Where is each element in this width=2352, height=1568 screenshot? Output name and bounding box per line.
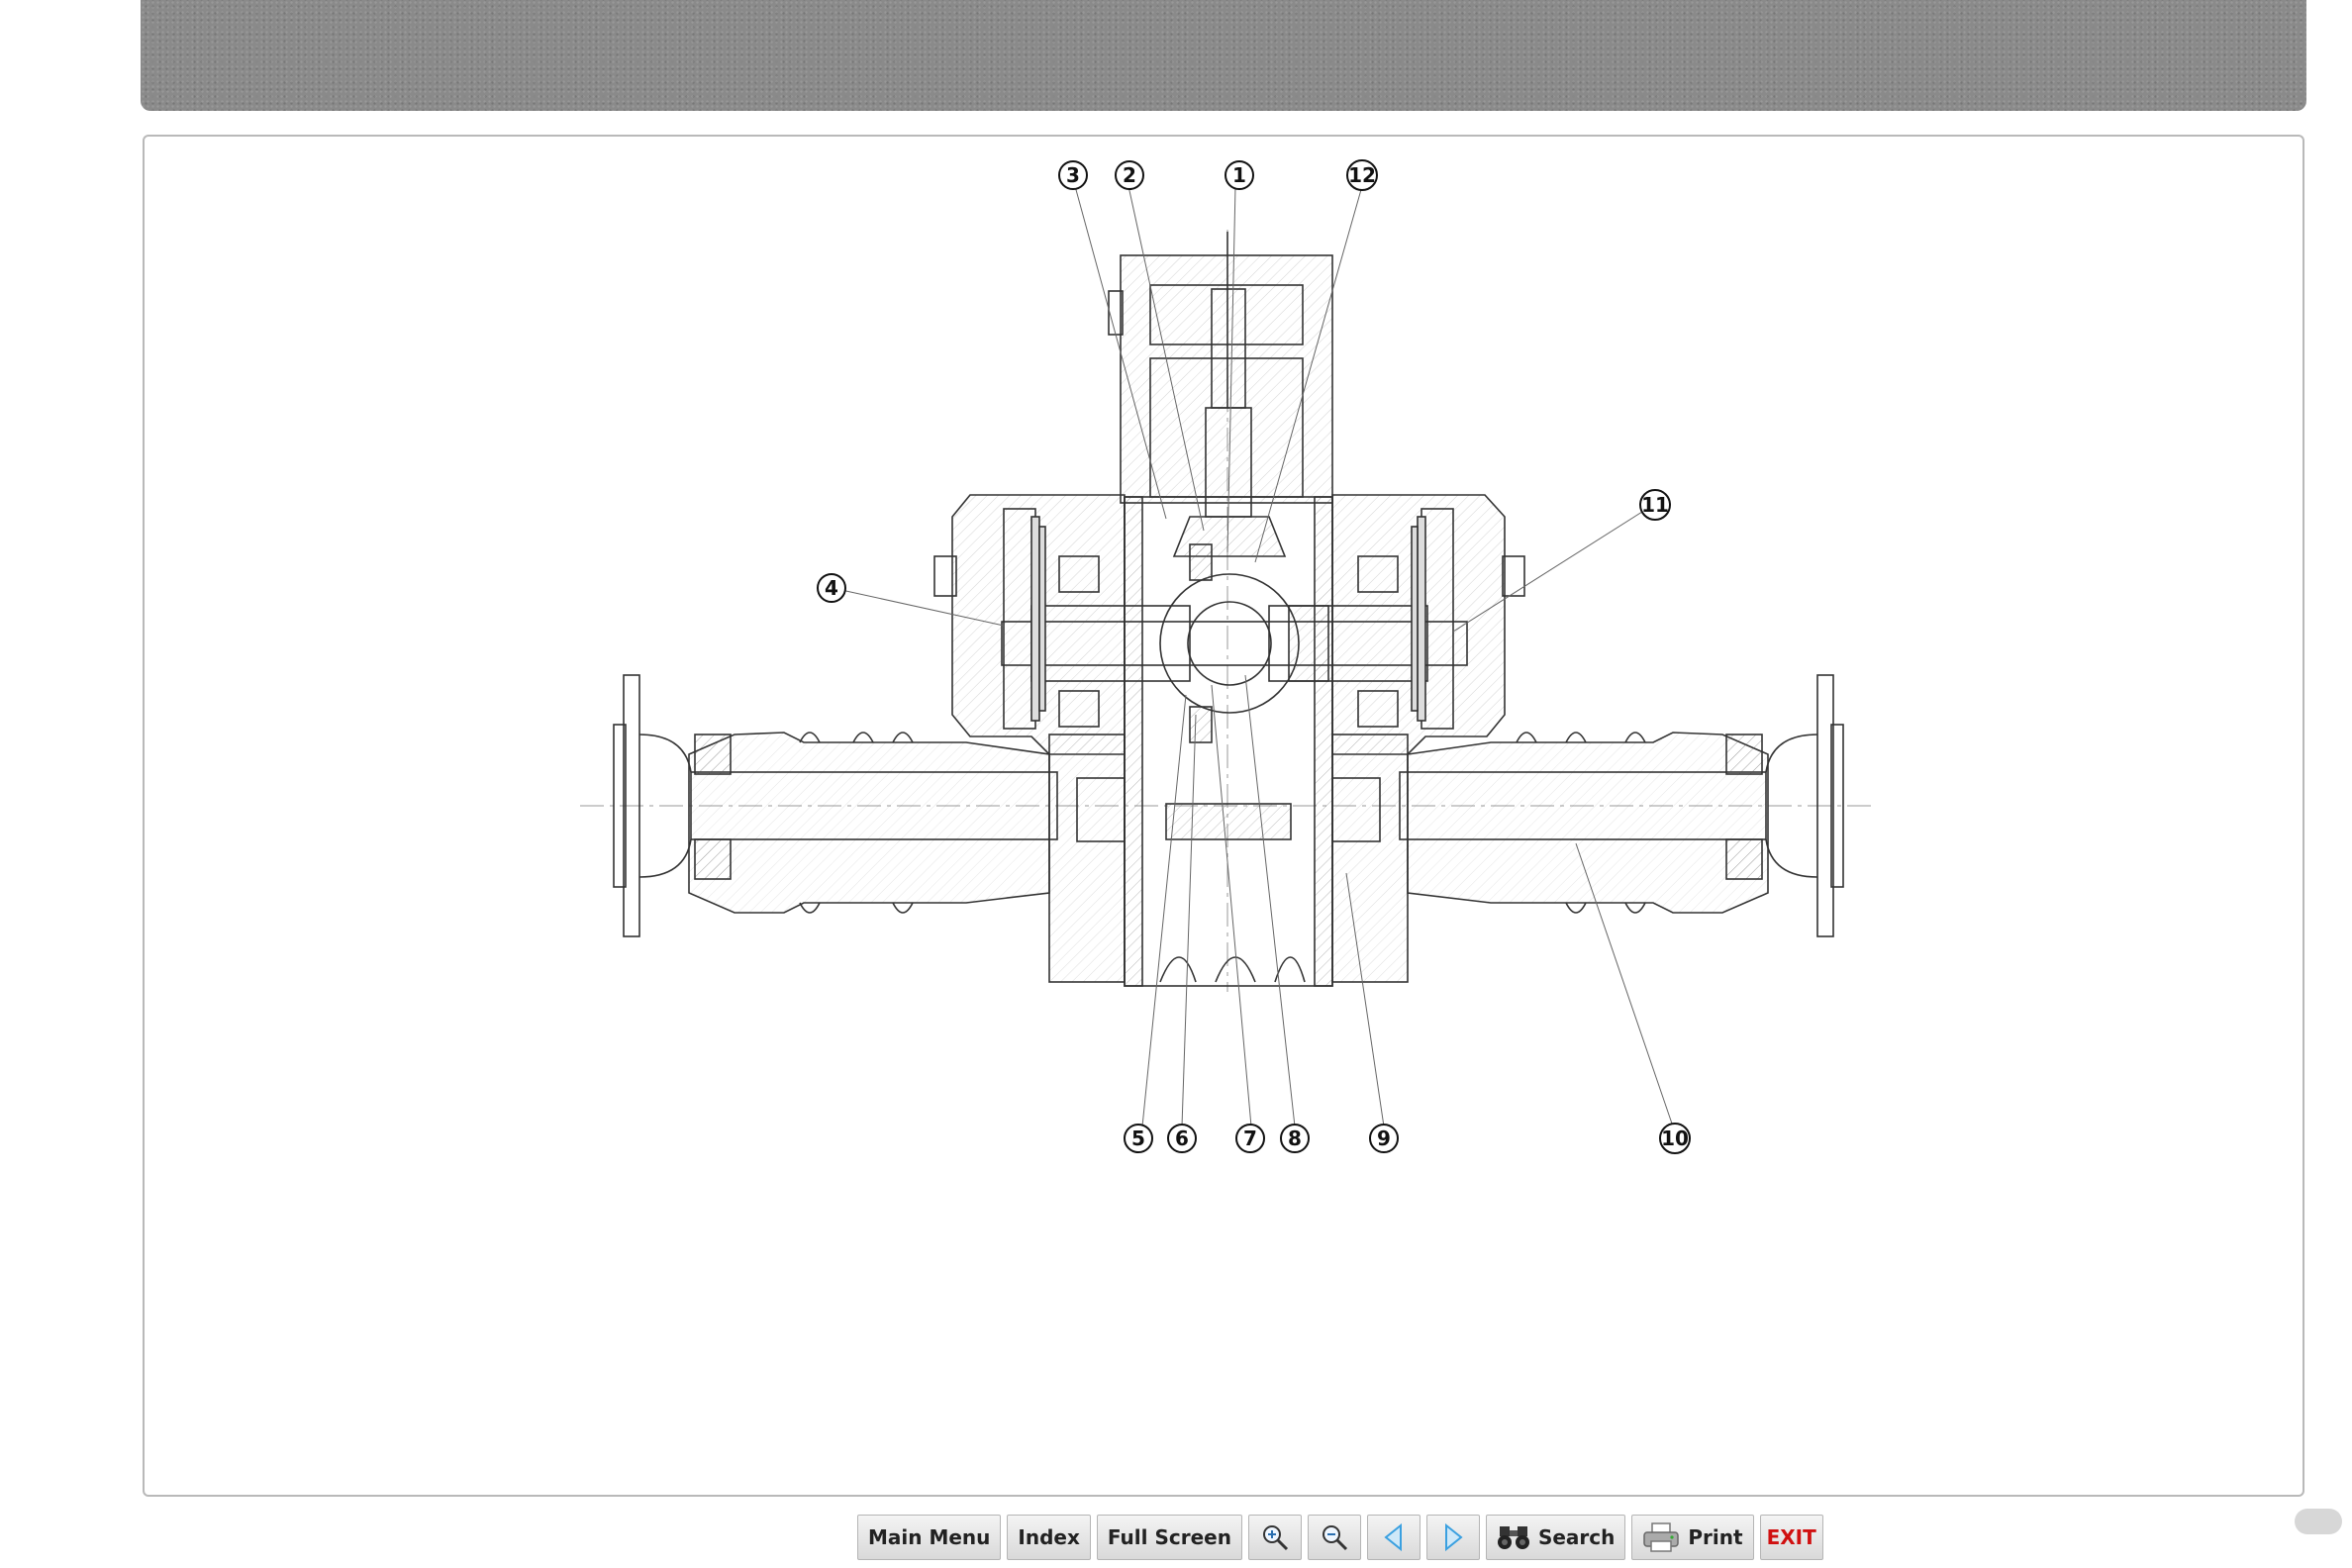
zoom-out-button[interactable] [1308,1515,1361,1560]
zoom-in-icon [1260,1522,1290,1552]
callout-3: 3 [1059,161,1087,189]
callout-10: 10 [1660,1124,1690,1153]
axle-cross-section-diagram: 1 2 3 12 4 11 5 6 [145,137,2303,1495]
callout-8: 8 [1281,1125,1309,1152]
callout-6: 6 [1168,1125,1196,1152]
callout-label: 2 [1123,163,1136,187]
main-menu-label: Main Menu [868,1525,990,1549]
callout-label: 9 [1377,1127,1391,1150]
bottom-toolbar: Main Menu Index Full Screen [857,1515,1823,1560]
previous-page-button[interactable] [1367,1515,1421,1560]
callout-label: 12 [1348,163,1376,187]
callout-label: 10 [1661,1127,1689,1150]
callout-7: 7 [1236,1125,1264,1152]
callout-label: 11 [1641,493,1669,517]
callout-label: 4 [825,576,838,600]
full-screen-button[interactable]: Full Screen [1097,1515,1242,1560]
index-button[interactable]: Index [1007,1515,1090,1560]
callout-1: 1 [1225,161,1253,189]
callout-label: 8 [1288,1127,1302,1150]
zoom-out-icon [1320,1522,1349,1552]
full-screen-label: Full Screen [1108,1525,1231,1549]
printer-icon [1642,1521,1680,1553]
prev-arrow-icon [1381,1522,1407,1552]
exit-button[interactable]: EXIT [1760,1515,1823,1560]
next-page-button[interactable] [1426,1515,1480,1560]
main-menu-button[interactable]: Main Menu [857,1515,1001,1560]
callout-4: 4 [818,574,845,602]
search-label: Search [1538,1525,1615,1549]
diagram-frame: 1 2 3 12 4 11 5 6 [143,135,2304,1497]
index-label: Index [1018,1525,1079,1549]
zoom-in-button[interactable] [1248,1515,1302,1560]
header-bar [141,0,2306,111]
print-label: Print [1688,1525,1742,1549]
callout-9: 9 [1370,1125,1398,1152]
callout-label: 6 [1175,1127,1189,1150]
callout-5: 5 [1125,1125,1152,1152]
callout-label: 3 [1066,163,1080,187]
next-arrow-icon [1440,1522,1466,1552]
exit-label: EXIT [1767,1525,1816,1549]
search-button[interactable]: Search [1486,1515,1625,1560]
callout-label: 7 [1243,1127,1257,1150]
print-button[interactable]: Print [1631,1515,1753,1560]
callout-11: 11 [1640,490,1670,520]
callout-label: 5 [1131,1127,1145,1150]
binoculars-icon [1497,1522,1530,1552]
page-scroll-handle[interactable] [2295,1509,2342,1534]
callout-12: 12 [1347,160,1377,190]
callout-label: 1 [1232,163,1246,187]
callout-2: 2 [1116,161,1143,189]
